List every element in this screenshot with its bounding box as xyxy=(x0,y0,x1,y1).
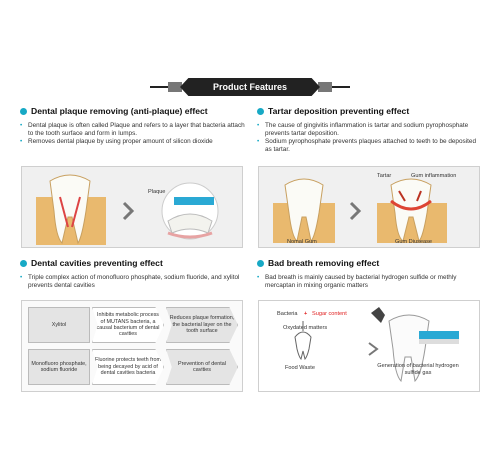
normal-gum-label: Nomal Gum xyxy=(287,239,317,245)
header-banner: Product Features xyxy=(0,78,500,96)
table-cell: Prevention of dental cavities xyxy=(166,349,238,385)
plaque-title-row: Dental plaque removing (anti‐plaque) eff… xyxy=(20,106,245,116)
cavities-section: Dental cavities preventing effect Triple… xyxy=(20,258,245,290)
bullet-dot-icon xyxy=(257,107,264,115)
generation-label: Generation of bacterial hydrogen sulfide… xyxy=(377,363,459,376)
plaque-bullet: Removes dental plaque by using proper am… xyxy=(20,138,245,146)
bullet-dot-icon xyxy=(20,107,27,115)
tartar-label: Tartar xyxy=(377,173,392,179)
plaque-bullet: Dental plaque is often called Plaque and… xyxy=(20,122,245,138)
cavities-title-row: Dental cavities preventing effect xyxy=(20,258,245,268)
cavities-table: Xylitol Inhibits metabolic process of MU… xyxy=(21,300,243,392)
plaque-label: Plaque xyxy=(148,189,166,195)
breath-title-row: Bad breath removing effect xyxy=(257,258,482,268)
banner-flank-right xyxy=(318,82,332,92)
tartar-bullet: Sodium pyrophosphate prevents plaques at… xyxy=(257,138,482,154)
breath-bullet: Bad breath is mainly caused by bacterial… xyxy=(257,274,482,290)
bad-breath-diagram-icon xyxy=(294,307,459,383)
table-row: Xylitol Inhibits metabolic process of MU… xyxy=(28,307,238,343)
plaque-illustration: Plaque xyxy=(21,166,243,248)
table-cell: Monofluoro phosphate, sodium fluoride xyxy=(28,349,90,385)
table-cell: Inhibits metabolic process of MUTANS bac… xyxy=(92,307,164,343)
gum-inflammation-label: Gum inflammation xyxy=(411,173,457,179)
plaque-bullets: Dental plaque is often called Plaque and… xyxy=(20,122,245,146)
plaque-title: Dental plaque removing (anti‐plaque) eff… xyxy=(31,106,208,116)
plus-label: + xyxy=(304,311,308,317)
bullet-dot-icon xyxy=(257,259,264,267)
plaque-section: Dental plaque removing (anti‐plaque) eff… xyxy=(20,106,245,146)
table-cell: Fluorine protects teeth from being decay… xyxy=(92,349,164,385)
breath-illustration: Bacteria + Sugar content Oxydated matter… xyxy=(258,300,480,392)
page-title: Product Features xyxy=(180,78,320,96)
food-waste-label: Food Waste xyxy=(285,365,315,371)
gum-comparison-icon xyxy=(273,178,447,243)
plaque-tooth-icon xyxy=(36,174,219,245)
table-cell: Reduces plaque formation, the bacterial … xyxy=(166,307,238,343)
cavities-title: Dental cavities preventing effect xyxy=(31,258,163,268)
sugar-content-label: Sugar content xyxy=(312,311,347,317)
tartar-bullets: The cause of gingivitis inflammation is … xyxy=(257,122,482,154)
tartar-title-row: Tartar deposition preventing effect xyxy=(257,106,482,116)
cavities-bullet: Triple complex action of monofluoro phos… xyxy=(20,274,245,290)
tartar-illustration: Tartar Gum inflammation Nomal Gum Gum Di… xyxy=(258,166,480,248)
cavities-bullets: Triple complex action of monofluoro phos… xyxy=(20,274,245,290)
table-cell: Xylitol xyxy=(28,307,90,343)
breath-section: Bad breath removing effect Bad breath is… xyxy=(257,258,482,290)
tartar-title: Tartar deposition preventing effect xyxy=(268,106,410,116)
tartar-section: Tartar deposition preventing effect The … xyxy=(257,106,482,154)
banner-flank-left xyxy=(168,82,182,92)
breath-title: Bad breath removing effect xyxy=(268,258,380,268)
tartar-bullet: The cause of gingivitis inflammation is … xyxy=(257,122,482,138)
bacteria-label: Bacteria xyxy=(277,311,298,317)
gum-disease-label: Gum Diusease xyxy=(395,239,432,245)
oxydated-label: Oxydated matters xyxy=(283,325,328,331)
breath-bullets: Bad breath is mainly caused by bacterial… xyxy=(257,274,482,290)
bullet-dot-icon xyxy=(20,259,27,267)
table-row: Monofluoro phosphate, sodium fluoride Fl… xyxy=(28,349,238,385)
